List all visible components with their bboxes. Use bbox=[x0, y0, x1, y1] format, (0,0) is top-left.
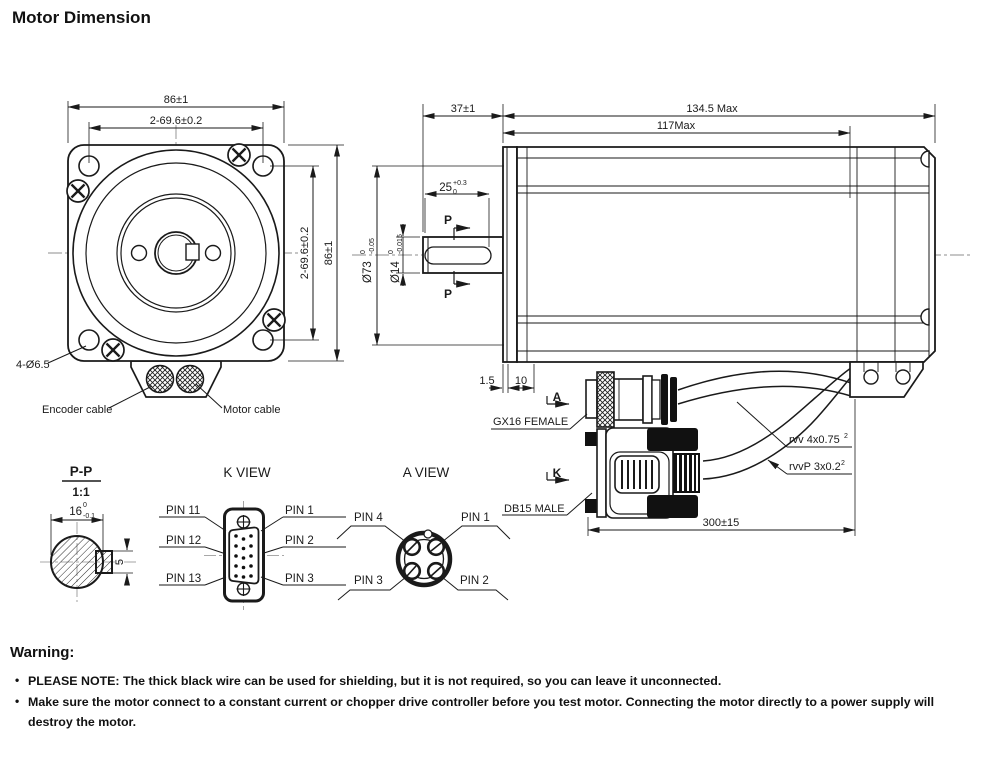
a-view-title: A VIEW bbox=[403, 465, 450, 480]
cable-encoder-label: rvvP 3x0.2 bbox=[789, 461, 841, 473]
dim-keyway-base: 25 bbox=[439, 182, 452, 194]
pin-1-label: PIN 1 bbox=[461, 512, 490, 524]
dim-hole-spacing-top: 2-69.6±0.2 bbox=[150, 115, 203, 127]
svg-text:Ø73: Ø73 bbox=[362, 261, 374, 283]
dim-width-top: 86±1 bbox=[164, 94, 188, 106]
view-marker-a: A bbox=[553, 390, 562, 404]
dim-boss: 10 bbox=[515, 375, 527, 387]
front-view-labels: 86±1 2-69.6±0.2 2-69.6±0.2 86±1 4-Ø6.5 E… bbox=[16, 94, 335, 416]
gx16-connector bbox=[585, 371, 677, 428]
encoder-cable-section bbox=[145, 364, 175, 394]
pp-section-view bbox=[40, 480, 137, 602]
view-marker-k: K bbox=[553, 466, 562, 480]
shaft-section bbox=[50, 535, 104, 589]
pilot-boss-circle bbox=[116, 193, 236, 313]
cable-exit-block-side bbox=[849, 361, 924, 398]
view-markers bbox=[546, 396, 570, 484]
k-view bbox=[159, 501, 346, 610]
dim-plate: 1.5 bbox=[479, 375, 494, 387]
pp-dim-key: 5 bbox=[114, 559, 126, 565]
gx16-pins bbox=[402, 537, 446, 581]
page-title: Motor Dimension bbox=[12, 8, 151, 27]
cable-power-sup: 2 bbox=[844, 433, 848, 440]
dim-cable-length: 300±15 bbox=[703, 517, 740, 529]
db15-label: DB15 MALE bbox=[504, 503, 565, 515]
pp-dim-dia-sub: -0.1 bbox=[83, 513, 95, 520]
front-flange bbox=[67, 144, 285, 362]
shaft-key bbox=[185, 243, 200, 261]
case-screws bbox=[66, 143, 286, 362]
cable-power-label: rvv 4x0.75 bbox=[789, 434, 840, 446]
mount-holes-label: 4-Ø6.5 bbox=[16, 359, 50, 371]
a-view-leaders bbox=[336, 525, 511, 601]
warning-title: Warning: bbox=[10, 644, 75, 661]
svg-text:0: 0 bbox=[388, 250, 395, 254]
encoder-cable-label: Encoder cable bbox=[42, 404, 112, 416]
pin-2-label: PIN 2 bbox=[285, 535, 314, 547]
warning-section: Warning: PLEASE NOTE: The thick black wi… bbox=[10, 644, 970, 733]
pp-scale: 1:1 bbox=[72, 485, 90, 499]
svg-text:-0.05: -0.05 bbox=[369, 238, 376, 254]
motor-cable-label: Motor cable bbox=[223, 404, 280, 416]
db15-insert bbox=[228, 526, 260, 585]
pin-2-label: PIN 2 bbox=[460, 575, 489, 587]
front-view bbox=[47, 101, 344, 409]
rear-screw bbox=[920, 150, 930, 168]
dim-height-right: 86±1 bbox=[323, 241, 335, 265]
dim-shaft-dia: Ø14 0 -0.015 bbox=[388, 234, 404, 283]
keyway bbox=[424, 246, 492, 265]
section-marker-p-top: P bbox=[444, 213, 452, 227]
k-view-leaders bbox=[159, 516, 346, 586]
a-view-labels: A VIEW PIN 4 PIN 1 PIN 3 PIN 2 bbox=[354, 465, 490, 587]
side-view bbox=[352, 104, 972, 536]
svg-text:Ø14: Ø14 bbox=[390, 261, 402, 283]
pin-4-label: PIN 4 bbox=[354, 512, 383, 524]
gx16-label: GX16 FEMALE bbox=[493, 416, 568, 428]
dim-body-length: 117Max bbox=[657, 120, 696, 132]
dim-keyway-sub: 0 bbox=[453, 189, 457, 196]
a-view bbox=[336, 525, 511, 601]
dim-hole-spacing-right: 2-69.6±0.2 bbox=[299, 227, 311, 280]
side-view-labels: 37±1 134.5 Max 117Max 25 0 +0.3 Ø73 0 -0… bbox=[360, 103, 848, 529]
warning-item: PLEASE NOTE: The thick black wire can be… bbox=[15, 671, 970, 691]
pin-3-label: PIN 3 bbox=[354, 575, 383, 587]
pp-section-labels: P-P 1:1 16 0 -0.1 5 bbox=[69, 464, 126, 565]
pin-1-label: PIN 1 bbox=[285, 505, 314, 517]
cables bbox=[677, 367, 852, 480]
svg-text:0: 0 bbox=[360, 250, 367, 254]
db15-connector bbox=[585, 427, 700, 519]
motor-body bbox=[516, 146, 936, 363]
pp-dim-dia-sup: 0 bbox=[83, 502, 87, 509]
pin-11-label: PIN 11 bbox=[166, 505, 200, 517]
rear-screw bbox=[920, 308, 930, 326]
warning-list: PLEASE NOTE: The thick black wire can be… bbox=[10, 671, 970, 732]
body-lines bbox=[517, 147, 929, 362]
output-shaft bbox=[422, 236, 504, 274]
section-marker-p-bottom: P bbox=[444, 287, 452, 301]
pin-12-label: PIN 12 bbox=[166, 535, 201, 547]
motor-cable-section bbox=[175, 364, 205, 394]
svg-text:-0.015: -0.015 bbox=[397, 234, 404, 254]
motor-body-circle bbox=[72, 149, 280, 357]
gx16-keyway-notch bbox=[423, 529, 433, 539]
front-plate bbox=[502, 146, 518, 363]
k-view-labels: K VIEW PIN 11 PIN 12 PIN 13 PIN 1 PIN 2 … bbox=[166, 465, 314, 585]
dim-keyway-sup: +0.3 bbox=[453, 180, 467, 187]
pp-dim-dia-base: 16 bbox=[69, 506, 82, 518]
warning-item: Make sure the motor connect to a constan… bbox=[15, 692, 970, 732]
dim-shaft-length: 37±1 bbox=[451, 103, 475, 115]
dim-total-length: 134.5 Max bbox=[686, 103, 738, 115]
db15-pins bbox=[234, 534, 253, 579]
pp-title: P-P bbox=[70, 464, 93, 479]
mounting-holes bbox=[78, 155, 274, 351]
dim-pilot-dia: Ø73 0 -0.05 bbox=[360, 238, 376, 283]
section-markers bbox=[453, 224, 471, 288]
k-view-title: K VIEW bbox=[223, 465, 271, 480]
pin-3-label: PIN 3 bbox=[285, 573, 314, 585]
pin-13-label: PIN 13 bbox=[166, 573, 201, 585]
cable-encoder-sup: 2 bbox=[841, 460, 845, 467]
